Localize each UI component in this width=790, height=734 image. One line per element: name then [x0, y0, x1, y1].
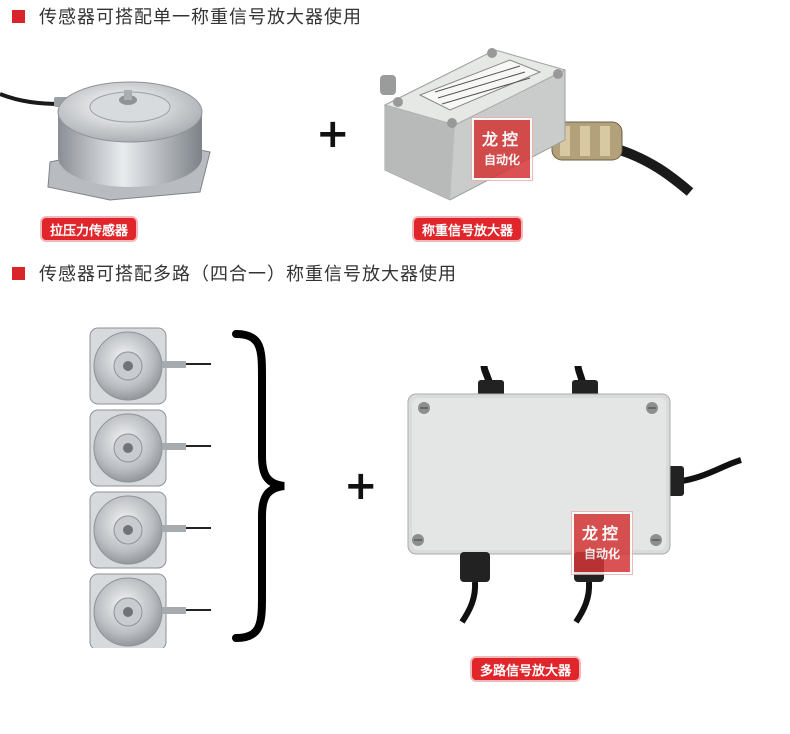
plus-sign-top: + [316, 111, 350, 157]
watermark-line2: 自动化 [583, 547, 620, 561]
multi-amplifier-label: 多路信号放大器 [472, 658, 580, 680]
sensor-label: 拉压力传感器 [42, 218, 137, 240]
load-cell-2 [89, 409, 211, 487]
bullet-square-icon [12, 266, 25, 280]
watermark-badge-bottom: 龙控 自动化 [571, 511, 633, 575]
amplifier-image [380, 48, 694, 201]
load-cell-1 [89, 327, 211, 405]
watermark-line2: 自动化 [483, 153, 520, 167]
section-1-title: 传感器可搭配单一称重信号放大器使用 [12, 2, 362, 30]
section-2-title: 传感器可搭配多路（四合一）称重信号放大器使用 [12, 259, 457, 287]
watermark-badge-top: 龙控 自动化 [471, 117, 533, 181]
amplifier-label: 称重信号放大器 [414, 218, 522, 240]
curly-brace-icon [232, 330, 285, 642]
section-1-title-text: 传感器可搭配单一称重信号放大器使用 [39, 7, 362, 28]
multi-amplifier-image [407, 365, 742, 624]
load-cell-stack-image [89, 327, 211, 648]
load-cell-4 [89, 573, 211, 648]
plus-sign-bottom: + [344, 463, 378, 509]
load-cell-3 [89, 491, 211, 569]
section-2-title-text: 传感器可搭配多路（四合一）称重信号放大器使用 [39, 264, 457, 285]
watermark-line1: 龙控 [581, 524, 622, 543]
bullet-square-icon [12, 9, 25, 23]
watermark-line1: 龙控 [481, 130, 522, 149]
load-cell-image [0, 81, 211, 201]
